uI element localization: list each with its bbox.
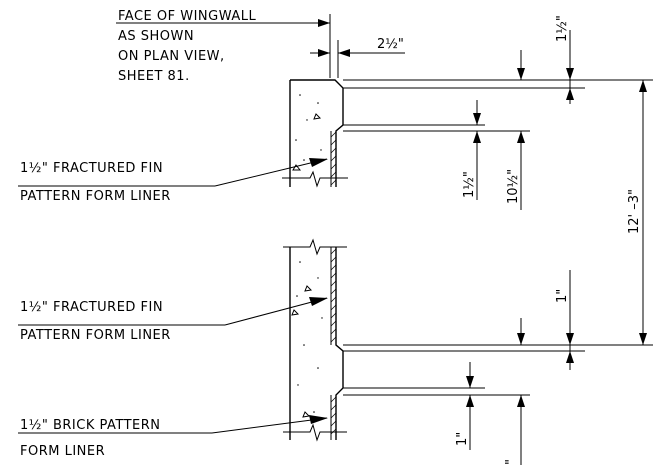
note-fin-mid-line-2: PATTERN FORM LINER [20, 328, 171, 343]
note-face-of-wingwall: FACE OF WINGWALL AS SHOWN ON PLAN VIEW, … [118, 9, 256, 84]
note-fractured-fin-mid: 1½" FRACTURED FIN PATTERN FORM LINER [20, 300, 171, 343]
leader-brick-pattern [18, 415, 328, 434]
wall-top-face [290, 79, 344, 187]
note-brick-line-2: FORM LINER [20, 444, 105, 459]
dimension-lines [343, 30, 653, 465]
break-line-top [282, 170, 348, 188]
note-face-line-4: SHEET 81. [118, 69, 190, 84]
concrete-speckle-top [292, 94, 322, 171]
wall-bottom-face [335, 247, 344, 440]
dim-liner-depth-top: 1½" [462, 171, 477, 198]
note-brick-pattern: 1½" BRICK PATTERN FORM LINER [20, 418, 161, 459]
note-face-line-3: ON PLAN VIEW, [118, 49, 225, 64]
leader-fractured-fin-mid [18, 297, 328, 326]
break-line-bottom [283, 423, 347, 442]
dim-rustication-top: 10½" [506, 169, 521, 204]
dim-band-mid: 1" [555, 289, 570, 303]
note-fin-mid-line-1: 1½" FRACTURED FIN [20, 300, 163, 315]
liner-top-hatch [330, 131, 337, 186]
note-fin-top-line-1: 1½" FRACTURED FIN [20, 161, 163, 176]
liner-mid-hatch [330, 248, 337, 343]
wall-bottom-segment [283, 238, 347, 442]
note-face-line-2: AS SHOWN [118, 29, 194, 44]
dim-top-chamfer: 1½" [555, 15, 570, 42]
note-face-line-1: FACE OF WINGWALL [118, 9, 256, 24]
leader-face-of-wingwall [116, 14, 405, 78]
dim-band-bottom: 1" [455, 432, 470, 446]
break-line-mid [283, 238, 347, 256]
note-brick-line-1: 1½" BRICK PATTERN [20, 418, 161, 433]
leader-fractured-fin-top [18, 158, 328, 187]
liner-bottom-hatch [330, 396, 337, 435]
wall-top-segment [282, 79, 348, 188]
dim-cut-off: " [504, 459, 519, 465]
dim-offset-top: 2½" [377, 37, 404, 52]
dim-overall-height: 12' –3" [627, 189, 642, 234]
concrete-speckle-bottom [291, 261, 323, 418]
note-fractured-fin-top: 1½" FRACTURED FIN PATTERN FORM LINER [20, 161, 171, 204]
note-fin-top-line-2: PATTERN FORM LINER [20, 189, 171, 204]
